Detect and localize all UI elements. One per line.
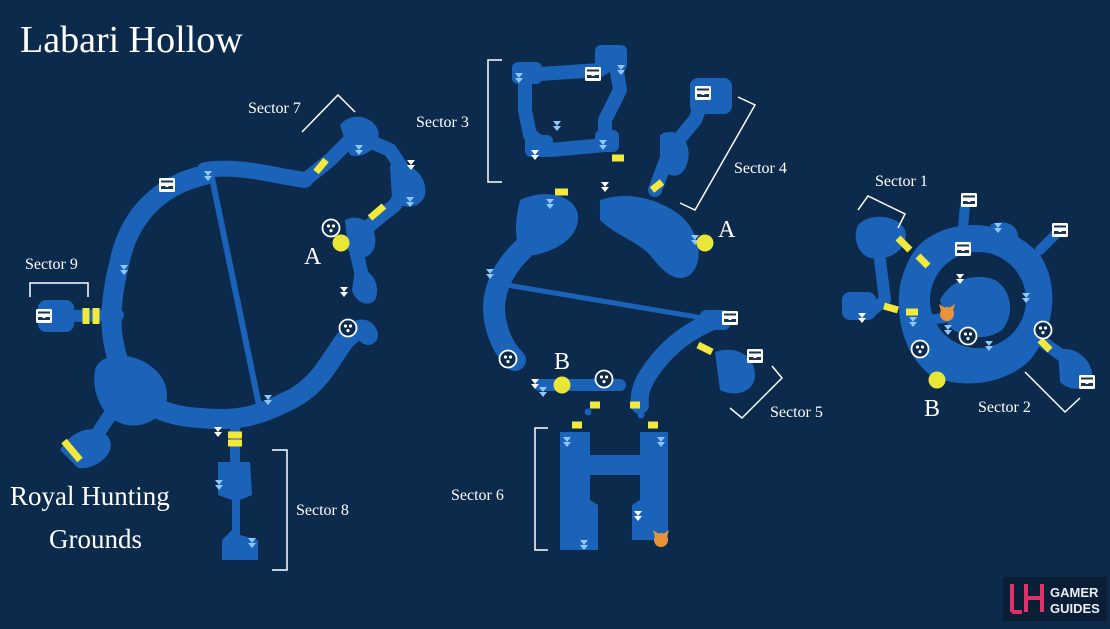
waypoint-icon	[332, 234, 946, 394]
sector-5-label: Sector 5	[770, 404, 823, 421]
marker-b-label: B	[554, 349, 570, 375]
sector-2-label: Sector 2	[978, 399, 1031, 416]
marker-a-label: A	[718, 217, 736, 243]
center-cave-area	[483, 45, 755, 550]
sector-1-label: Sector 1	[875, 173, 928, 190]
sector-6-label: Sector 6	[451, 487, 504, 504]
sector-bracket	[29, 59, 1081, 571]
map-title: Labari Hollow	[20, 19, 243, 61]
sector-4-label: Sector 4	[734, 160, 787, 177]
marker-b-label: B	[924, 396, 940, 422]
left-cave-area	[38, 116, 426, 560]
gamer-guides-logo: GAMER GUIDES	[1003, 577, 1107, 621]
sector-9-label: Sector 9	[25, 256, 78, 273]
sector-7-label: Sector 7	[248, 100, 301, 117]
right-cave-area	[842, 200, 1092, 389]
sector-8-label: Sector 8	[296, 502, 349, 519]
marker-a-label: A	[304, 244, 322, 270]
brand-line2: GUIDES	[1050, 601, 1100, 616]
region-label-line2: Grounds	[49, 524, 142, 554]
region-label-line1: Royal Hunting	[10, 481, 170, 511]
sector-3-label: Sector 3	[416, 114, 469, 131]
brand-line1: GAMER	[1050, 585, 1099, 600]
